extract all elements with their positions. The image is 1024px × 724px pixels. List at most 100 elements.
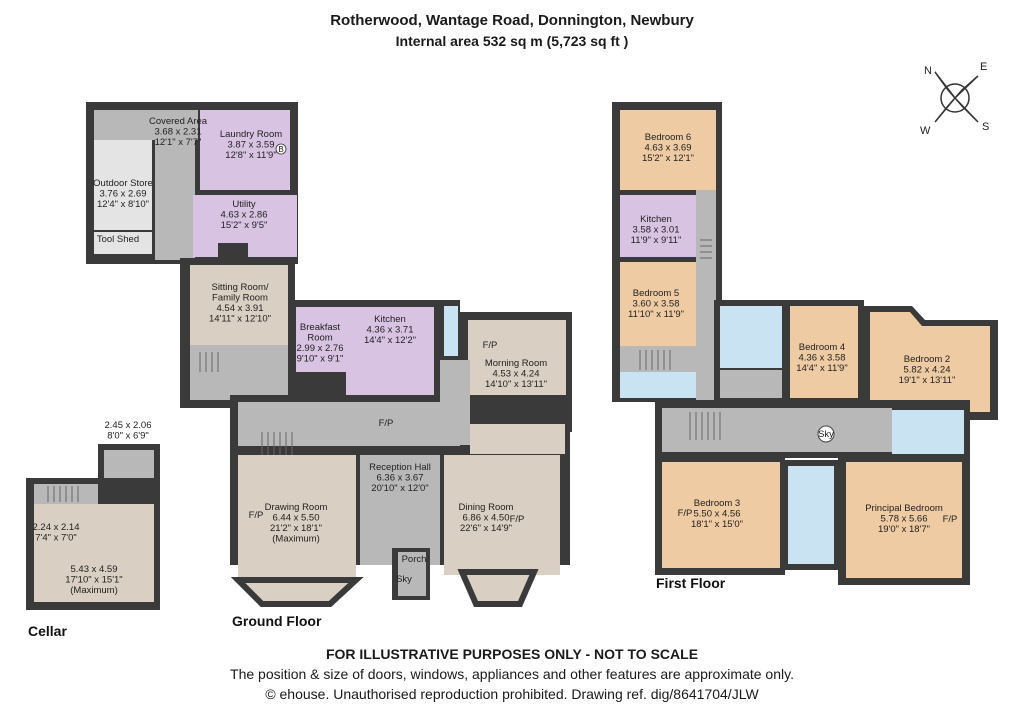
room-label-line: Dining Room bbox=[459, 502, 514, 513]
room-label-line: 7'4" x 7'0" bbox=[35, 533, 77, 544]
room-label-line: Outdoor Store bbox=[93, 178, 153, 189]
room-label-line: 4.53 x 4.24 bbox=[492, 369, 539, 380]
room-label-line: Covered Area bbox=[149, 116, 208, 127]
room-label-line: 19'0" x 18'7" bbox=[878, 524, 930, 535]
compass-w: W bbox=[920, 125, 931, 137]
room-label-line: 14'4" x 11'9" bbox=[796, 363, 847, 374]
room-label-line: Bedroom 5 bbox=[633, 288, 679, 299]
room-label-line: Principal Bedroom bbox=[865, 503, 943, 514]
room-label-line: 15'2" x 12'1" bbox=[642, 153, 694, 164]
room-label-line: 12'4" x 8'10" bbox=[97, 199, 149, 210]
room-label-line: 18'1" x 15'0" bbox=[691, 519, 743, 530]
room-label-line: 12'1" x 7'7" bbox=[155, 137, 202, 148]
room-label-line: 19'1" x 13'11" bbox=[899, 375, 956, 386]
room-label-line: 9'10" x 9'1" bbox=[297, 354, 344, 365]
room-label-line: Family Room bbox=[212, 293, 268, 304]
cellar-label: Cellar bbox=[28, 623, 67, 639]
ground-floor-label: Ground Floor bbox=[232, 613, 322, 629]
room-label-line: 4.54 x 3.91 bbox=[216, 303, 263, 314]
room-label-line: Porch bbox=[402, 554, 427, 565]
room-label-line: 11'10" x 11'9" bbox=[628, 309, 684, 320]
address-title: Rotherwood, Wantage Road, Donnington, Ne… bbox=[330, 12, 694, 29]
room-label-line: Breakfast bbox=[300, 322, 340, 333]
room-label-line: Bedroom 3 bbox=[694, 498, 740, 509]
room-label-line: 6.86 x 4.50 bbox=[462, 513, 509, 524]
fp-mark-principal: F/P bbox=[943, 514, 958, 525]
room-label-line: 2.24 x 2.14 bbox=[32, 522, 79, 533]
room-label-line: 8'0" x 6'9" bbox=[107, 431, 149, 442]
sky-mark-landing: Sky bbox=[818, 429, 834, 440]
room-label-line: 4.36 x 3.71 bbox=[366, 325, 413, 336]
fp-mark-hall: F/P bbox=[379, 418, 394, 429]
room-label-tool-shed: Tool Shed bbox=[97, 234, 139, 245]
room-label-line: Bedroom 6 bbox=[645, 132, 691, 143]
room-label-line: Kitchen bbox=[640, 214, 672, 225]
room-label-line: Morning Room bbox=[485, 358, 547, 369]
room-label-line: 3.76 x 2.69 bbox=[99, 189, 146, 200]
room-label-line: Laundry Room bbox=[220, 129, 282, 140]
first-floor-label: First Floor bbox=[656, 575, 726, 591]
room-label-line: 2.45 x 2.06 bbox=[104, 420, 151, 431]
room-label-line: 4.63 x 2.86 bbox=[220, 210, 267, 221]
room-label-line: Drawing Room bbox=[265, 502, 328, 513]
room-label-line: 3.58 x 3.01 bbox=[632, 225, 679, 236]
room-label-line: 22'6" x 14'9" bbox=[460, 523, 512, 534]
room-label-line: 15'2" x 9'5" bbox=[221, 220, 268, 231]
fp-mark-dining: F/P bbox=[510, 514, 525, 525]
room-label-line: 3.60 x 3.58 bbox=[632, 299, 679, 310]
room-label-line: 5.78 x 5.66 bbox=[880, 514, 927, 525]
room-label-line: Sitting Room/ bbox=[211, 282, 268, 293]
room-label-line: Kitchen bbox=[374, 314, 406, 325]
ground-floor-plan bbox=[86, 102, 572, 607]
room-label-line: 3.68 x 2.31 bbox=[154, 127, 201, 138]
svg-text:B: B bbox=[278, 145, 283, 154]
boiler-icon: B bbox=[275, 143, 287, 155]
room-label-line: (Maximum) bbox=[70, 585, 118, 596]
room-label-line: (Maximum) bbox=[272, 534, 320, 545]
room-label-line: Tool Shed bbox=[97, 234, 139, 245]
room-label-line: Reception Hall bbox=[369, 462, 431, 473]
internal-area: Internal area 532 sq m (5,723 sq ft ) bbox=[395, 33, 629, 49]
room-label-line: 6.44 x 5.50 bbox=[272, 513, 319, 524]
compass-n: N bbox=[924, 65, 932, 77]
room-label-line: 4.36 x 3.58 bbox=[798, 353, 845, 364]
disclaimer-heading: FOR ILLUSTRATIVE PURPOSES ONLY - NOT TO … bbox=[325, 646, 699, 662]
room-label-line: 17'10" x 15'1" bbox=[65, 575, 122, 586]
room-label-line: 11'9" x 9'11" bbox=[631, 235, 682, 246]
room-label-porch: Porch bbox=[402, 554, 427, 565]
fp-mark-morning: F/P bbox=[483, 340, 498, 351]
compass-icon: N E S W bbox=[920, 61, 989, 137]
room-label-line: 3.87 x 3.59 bbox=[227, 140, 274, 151]
room-label-line: Bedroom 2 bbox=[904, 354, 950, 365]
disclaimer-text: The position & size of doors, windows, a… bbox=[230, 666, 794, 682]
room-label-line: 4.63 x 3.69 bbox=[644, 143, 691, 154]
copyright-text: © ehouse. Unauthorised reproduction proh… bbox=[265, 686, 759, 702]
room-label-line: Bedroom 4 bbox=[799, 342, 845, 353]
room-label-line: 5.82 x 4.24 bbox=[903, 365, 950, 376]
room-label-line: 21'2" x 18'1" bbox=[270, 523, 322, 534]
fp-mark-bedroom3: F/P bbox=[678, 508, 693, 519]
sky-mark-porch: Sky bbox=[396, 574, 412, 585]
room-label-line: 14'4" x 12'2" bbox=[364, 335, 416, 346]
room-label-line: 14'10" x 13'11" bbox=[485, 379, 547, 390]
room-label-line: 12'8" x 11'9" bbox=[225, 150, 276, 161]
compass-s: S bbox=[982, 121, 989, 133]
room-label-line: 5.43 x 4.59 bbox=[70, 564, 117, 575]
